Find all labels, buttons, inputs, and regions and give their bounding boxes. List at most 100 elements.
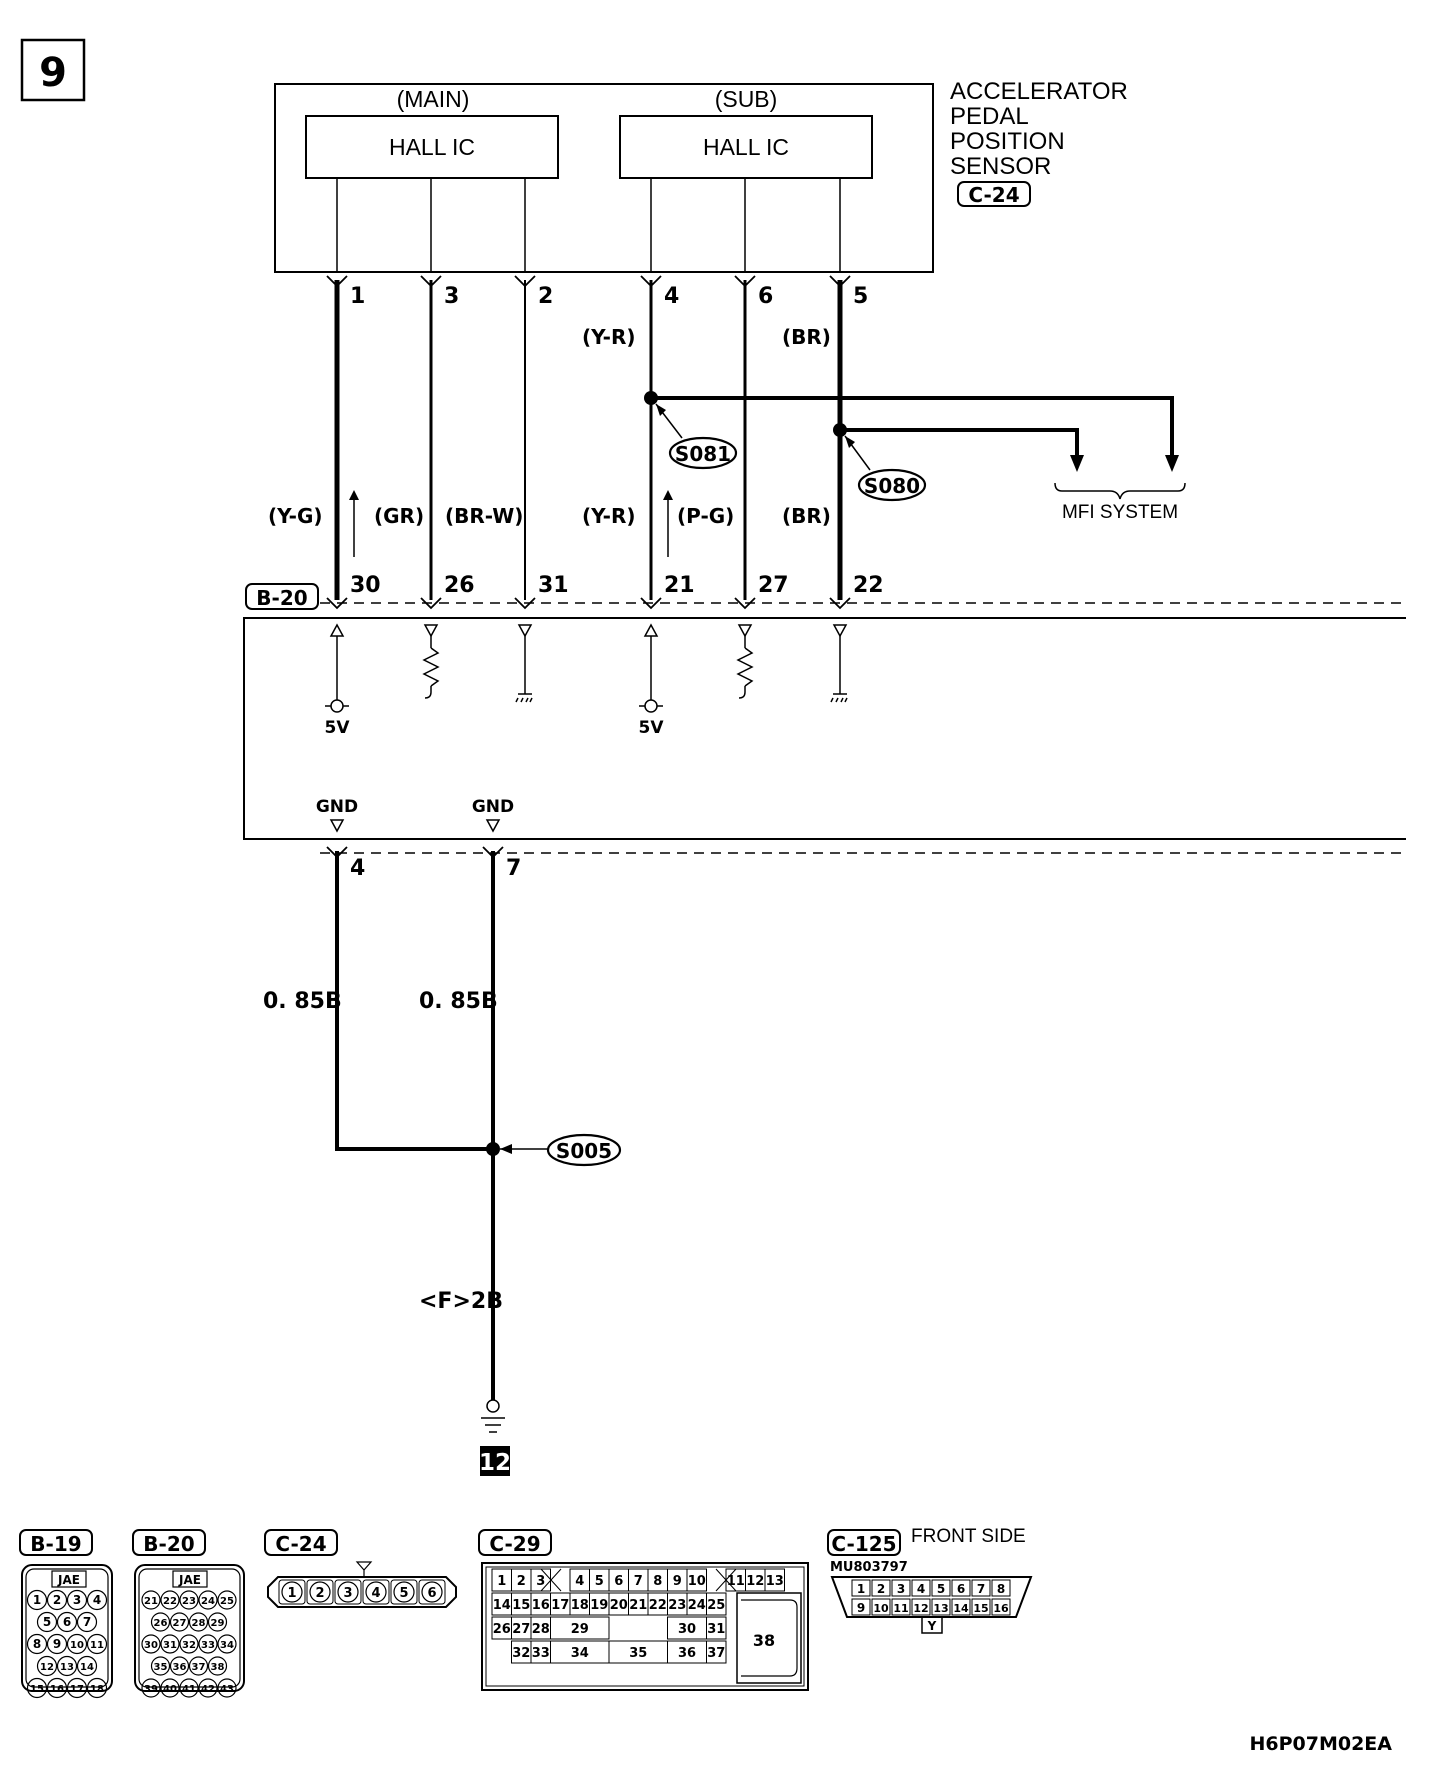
svg-text:37: 37 — [707, 1646, 725, 1661]
supply-5v-pin21: 5V — [639, 718, 665, 738]
ecu-pin-21: 21 — [664, 573, 695, 598]
c29-pin-11: 11 — [725, 1568, 746, 1592]
b20-pin-35: 35 — [150, 1656, 171, 1676]
svg-text:8: 8 — [653, 1574, 662, 1589]
b19-pin-8: 8 — [26, 1633, 48, 1655]
c29-pin-13: 13 — [764, 1568, 785, 1592]
svg-text:9: 9 — [857, 1601, 865, 1615]
svg-text:26: 26 — [493, 1622, 511, 1637]
svg-text:9: 9 — [673, 1574, 682, 1589]
svg-text:27: 27 — [512, 1622, 530, 1637]
svg-text:43: 43 — [220, 1684, 234, 1695]
svg-text:10: 10 — [873, 1602, 889, 1615]
b20-pin-42: 42 — [198, 1678, 218, 1698]
b20-pin-32: 32 — [179, 1634, 199, 1654]
c29-pin-3: 3 — [530, 1568, 551, 1592]
c29-pin-4: 4 — [569, 1568, 590, 1592]
ecu-top-pin-marks — [326, 597, 851, 610]
c29-pin-6: 6 — [608, 1568, 629, 1592]
mfi-system-label: MFI SYSTEM — [1062, 502, 1178, 523]
c29-pin-30: 30 — [667, 1616, 707, 1640]
svg-text:40: 40 — [163, 1684, 177, 1695]
b20-pin-22: 22 — [160, 1590, 180, 1610]
svg-text:37: 37 — [192, 1662, 206, 1673]
b20-pin-28: 28 — [188, 1612, 209, 1632]
b19-pin-7: 7 — [76, 1611, 98, 1633]
supply-5v-pin30: 5V — [325, 718, 351, 738]
wire-color-26: (GR) — [374, 504, 424, 528]
svg-text:4: 4 — [93, 1593, 101, 1607]
c29-pin-21: 21 — [628, 1592, 649, 1616]
main-label: (MAIN) — [397, 86, 470, 112]
svg-text:3: 3 — [897, 1582, 905, 1596]
sensor-pin-4: 4 — [664, 284, 679, 309]
ground-wire-left: 0. 85B — [263, 989, 342, 1014]
svg-text:28: 28 — [532, 1622, 550, 1637]
mfi-system: MFI SYSTEM — [1054, 482, 1186, 523]
wire-color-31: (BR-W) — [445, 504, 523, 528]
page-number-box: 9 — [20, 38, 86, 102]
wire-color-22: (BR) — [782, 504, 831, 528]
svg-text:6: 6 — [427, 1586, 436, 1601]
svg-text:3: 3 — [536, 1574, 545, 1589]
b19-pin-15: 15 — [26, 1677, 48, 1699]
splice-s080-label: S080 — [864, 474, 920, 498]
splice-s080: S080 — [844, 435, 927, 502]
c125-pin-8: 8 — [991, 1579, 1011, 1597]
ground-point-number: 12 — [479, 1450, 511, 1476]
svg-text:1: 1 — [33, 1593, 41, 1607]
svg-text:5: 5 — [43, 1615, 51, 1629]
sensor-title-line-1: ACCELERATOR — [950, 78, 1128, 105]
c29-pin-22: 22 — [647, 1592, 668, 1616]
ground-wire-bottom: <F>2B — [419, 1289, 503, 1314]
c29-pin-33: 33 — [530, 1640, 551, 1664]
svg-text:12: 12 — [746, 1574, 764, 1589]
sensor-title-line-2: PEDAL — [950, 103, 1029, 130]
svg-text:6: 6 — [957, 1582, 965, 1596]
c29-pin-1: 1 — [491, 1568, 512, 1592]
b19-pin-13: 13 — [56, 1655, 78, 1677]
svg-text:7: 7 — [634, 1574, 643, 1589]
c125-pin-11: 11 — [891, 1598, 911, 1616]
b19-pin-14: 14 — [76, 1655, 98, 1677]
ecu-connector-label: B-20 — [256, 586, 307, 610]
sensor-pin-numbers: 1 3 2 4 6 5 — [350, 284, 868, 309]
splice-s081: S081 — [655, 403, 738, 470]
c125-pin-14: 14 — [951, 1598, 971, 1616]
svg-text:30: 30 — [678, 1622, 696, 1637]
connector-b19-label: B-19 — [30, 1532, 81, 1556]
svg-text:33: 33 — [532, 1646, 550, 1661]
svg-text:11: 11 — [893, 1602, 908, 1615]
svg-text:20: 20 — [610, 1598, 628, 1613]
sensor-title-line-3: POSITION — [950, 128, 1065, 155]
c29-pin-19: 19 — [589, 1592, 610, 1616]
svg-text:2: 2 — [877, 1582, 885, 1596]
c125-pin-2: 2 — [871, 1579, 891, 1597]
ecu-pin-26: 26 — [444, 573, 475, 598]
svg-text:3: 3 — [343, 1586, 352, 1601]
c29-pin-27: 27 — [511, 1616, 532, 1640]
svg-text:27: 27 — [173, 1618, 187, 1629]
svg-text:35: 35 — [154, 1662, 168, 1673]
c125-pin-16: 16 — [991, 1598, 1011, 1616]
c29-pin-2: 2 — [511, 1568, 532, 1592]
sensor-pin-6: 6 — [758, 284, 773, 309]
sensor-connector-c24: C-24 — [968, 183, 1019, 207]
b19-pin-17: 17 — [66, 1677, 88, 1699]
svg-text:28: 28 — [192, 1618, 206, 1629]
splice-s081-label: S081 — [675, 442, 731, 466]
wire-color-21: (Y-R) — [582, 504, 636, 528]
b19-pin-16: 16 — [46, 1677, 68, 1699]
svg-text:3: 3 — [73, 1593, 81, 1607]
svg-text:1: 1 — [857, 1582, 865, 1596]
svg-text:13: 13 — [60, 1662, 74, 1673]
connector-c125-side: FRONT SIDE — [911, 1526, 1026, 1547]
c24-pin-4: 4 — [362, 1579, 390, 1605]
sub-label: (SUB) — [715, 86, 778, 112]
ecu-internal-circuits — [325, 623, 848, 833]
svg-text:13: 13 — [766, 1574, 784, 1589]
